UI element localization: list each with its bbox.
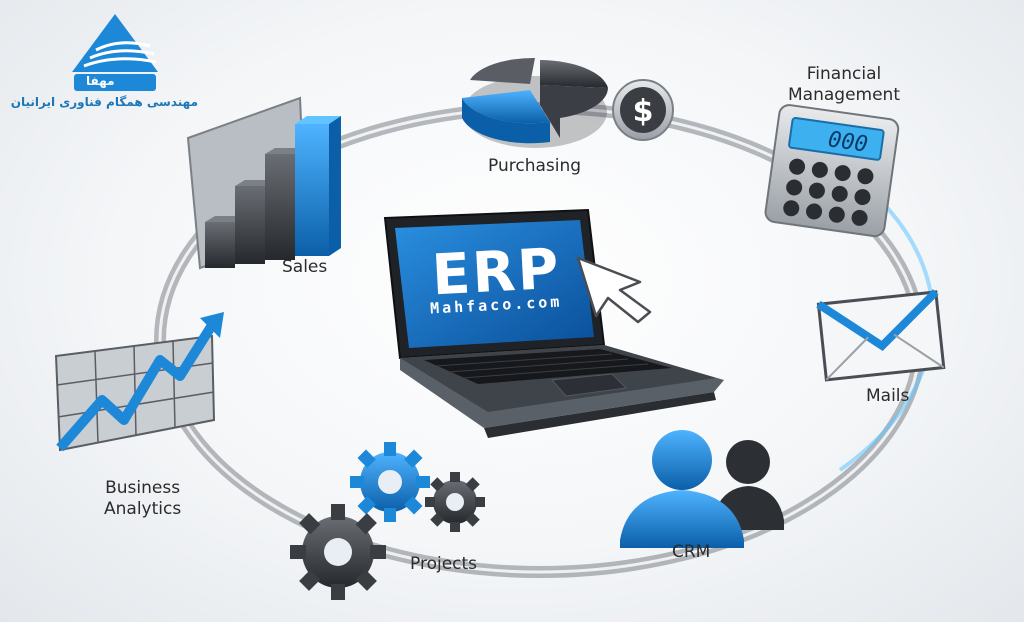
module-label-line2: Analytics <box>104 499 182 519</box>
calculator-icon <box>764 104 900 238</box>
bar-chart-icon <box>186 96 341 270</box>
laptop-icon <box>383 208 724 438</box>
cursor-arrow-icon <box>576 256 652 324</box>
module-label-line2: Management <box>788 85 900 105</box>
module-label-line1: Financial <box>806 64 882 84</box>
calculator-display: 000 <box>826 127 870 158</box>
module-label-crm: CRM <box>672 542 710 563</box>
dollar-icon: $ <box>633 94 654 129</box>
module-label-line1: Business <box>105 478 181 498</box>
people-icon <box>620 430 784 548</box>
line-chart-icon <box>54 312 224 452</box>
logo-company-name: مهندسی همگام فناوری ایرانیان <box>10 95 198 109</box>
module-label-sales: Sales <box>282 257 327 278</box>
module-label-line1: Purchasing <box>488 156 582 176</box>
module-label-line1: Projects <box>410 554 478 574</box>
module-label-purchasing: Purchasing <box>488 156 581 177</box>
module-label-line1: CRM <box>672 542 711 562</box>
pie-chart-dollar-icon: $ <box>462 57 674 148</box>
module-label-business-analytics: Business Analytics <box>104 478 181 520</box>
logo-brand-mark: مهفا <box>86 74 115 88</box>
gears-icon <box>290 442 485 600</box>
module-label-line1: Mails <box>866 386 910 406</box>
company-logo <box>72 14 158 91</box>
envelope-icon <box>816 289 946 382</box>
module-label-projects: Projects <box>410 554 477 575</box>
module-label-financial-management: Financial Management <box>788 64 900 106</box>
module-label-mails: Mails <box>866 386 909 407</box>
module-label-line1: Sales <box>282 257 328 277</box>
